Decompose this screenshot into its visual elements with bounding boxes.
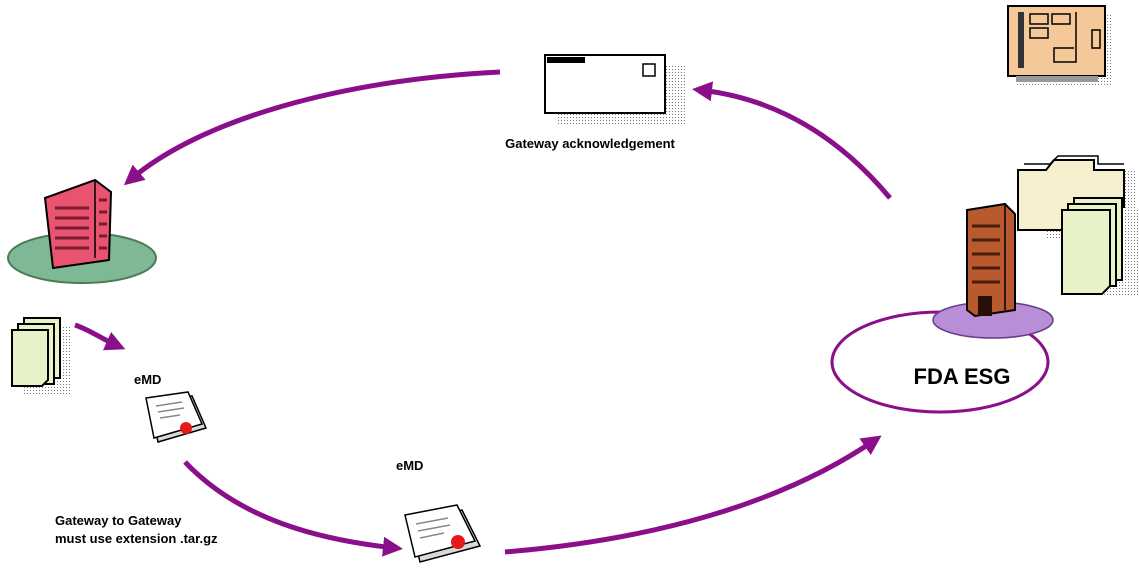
sender-site bbox=[7, 178, 157, 284]
server-card-icon bbox=[1007, 5, 1113, 86]
arrow-sign-to-package bbox=[183, 460, 403, 557]
fda-esg-site: FDA ESG bbox=[830, 202, 1054, 414]
document-stack-icon bbox=[11, 317, 72, 396]
arrow-esg-to-ack bbox=[692, 81, 892, 200]
signature-label-top: eMD bbox=[134, 372, 161, 387]
fda-esg-label: FDA ESG bbox=[914, 364, 1011, 389]
document-stack-icon bbox=[1061, 197, 1139, 296]
arrow-ack-to-sender bbox=[123, 69, 501, 186]
gateway-ack-label: Gateway acknowledgement bbox=[505, 136, 675, 151]
signature-pad-icon bbox=[145, 391, 208, 443]
pink-building-icon bbox=[43, 178, 113, 270]
arrow-package-to-esg bbox=[504, 435, 882, 555]
signature-pad-icon bbox=[404, 504, 482, 563]
gateway-note-line1: Gateway to Gateway bbox=[55, 513, 182, 528]
brown-tower-icon bbox=[966, 202, 1016, 318]
envelope-icon bbox=[544, 54, 686, 126]
arrow-docs-to-sign bbox=[74, 322, 126, 351]
signature-label-bottom: eMD bbox=[396, 458, 423, 473]
gateway-note-line2: must use extension .tar.gz bbox=[55, 531, 218, 546]
